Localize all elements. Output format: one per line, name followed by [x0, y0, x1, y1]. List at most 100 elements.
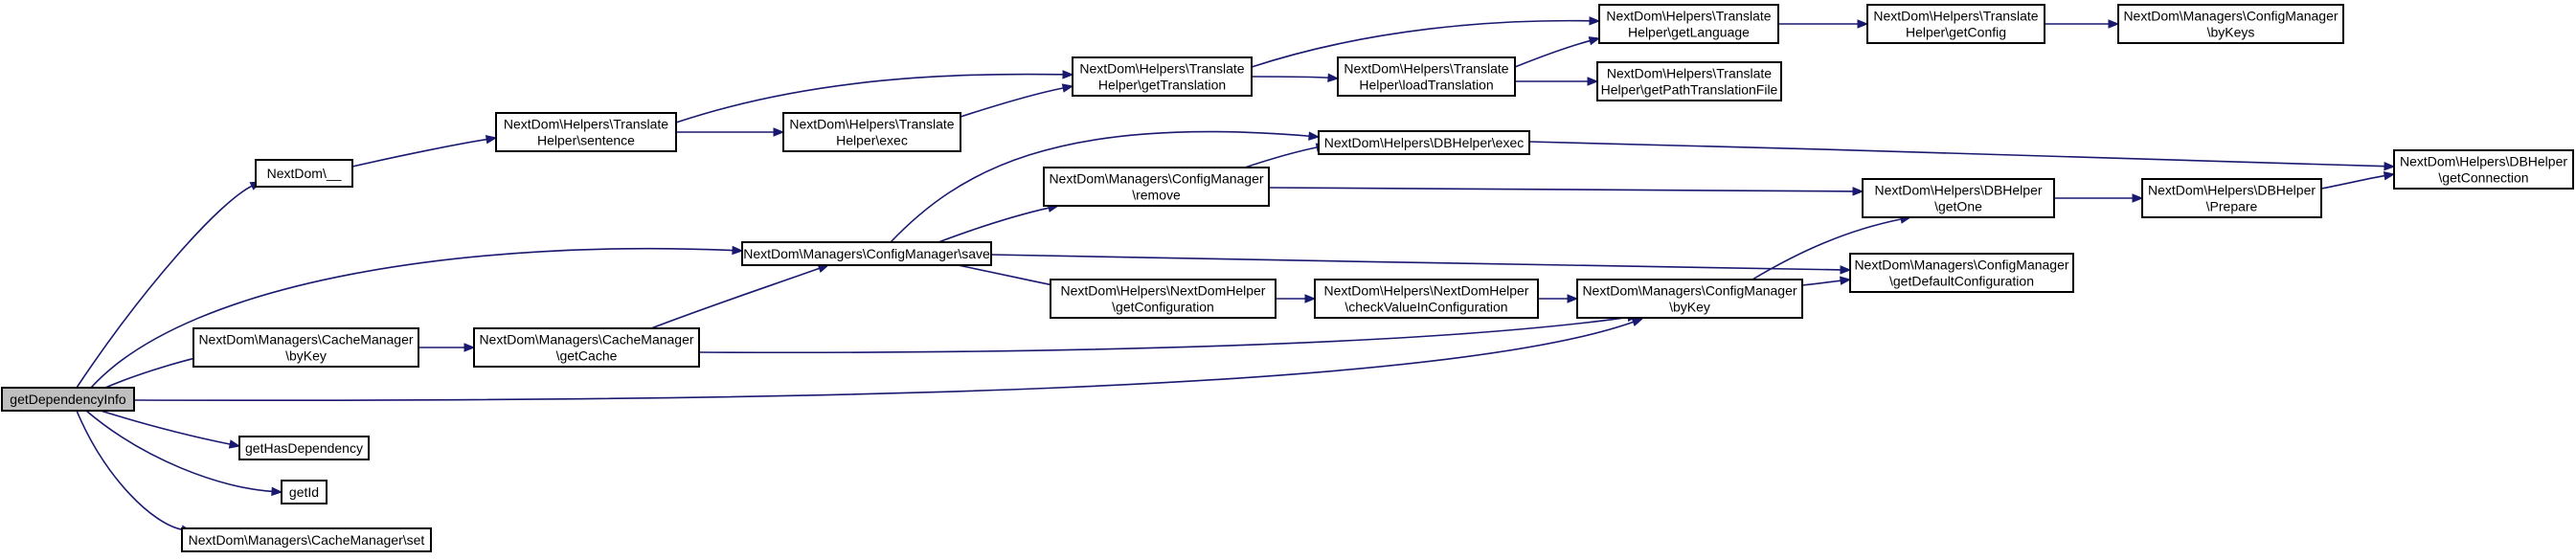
node-nd_underscore[interactable]: NextDom\__: [255, 159, 353, 188]
node-db_getconnection[interactable]: NextDom\Helpers\DBHelper\getConnection: [2393, 149, 2574, 190]
node-box: [1596, 61, 1782, 101]
node-box: [2393, 149, 2574, 190]
edge-getDependencyInfo-to-getHasDependency: [100, 410, 232, 446]
node-label-line: Helper\loadTranslation: [1359, 78, 1493, 93]
node-label-line: NextDom\__: [267, 166, 342, 181]
edge-db_exec-to-db_getconnection: [1528, 141, 2386, 168]
node-tr_getpathtranslation[interactable]: NextDom\Helpers\TranslateHelper\getPathT…: [1596, 61, 1782, 101]
node-label-line: NextDom\Helpers\NextDomHelper: [1061, 283, 1266, 299]
node-box: [2117, 4, 2344, 44]
node-db_exec[interactable]: NextDom\Helpers\DBHelper\exec: [1318, 130, 1530, 155]
node-getDependencyInfo[interactable]: getDependencyInfo: [1, 387, 135, 412]
node-getHasDependency[interactable]: getHasDependency: [238, 436, 370, 460]
node-box: [281, 480, 328, 504]
node-label-line: Helper\getPathTranslationFile: [1601, 82, 1778, 98]
node-cm_getdefaultconfiguration[interactable]: NextDom\Managers\ConfigManager\getDefaul…: [1849, 253, 2074, 293]
node-tr_loadtranslation[interactable]: NextDom\Helpers\TranslateHelper\loadTran…: [1337, 56, 1516, 97]
node-label-line: Helper\getLanguage: [1628, 25, 1750, 40]
node-box: [1314, 279, 1539, 319]
node-label-line: \getOne: [1934, 199, 1982, 214]
node-label-line: NextDom\Managers\ConfigManager: [1582, 283, 1796, 299]
node-label-line: \getConfiguration: [1112, 300, 1214, 315]
node-cm_bykey[interactable]: NextDom\Managers\ConfigManager\byKey: [1576, 279, 1803, 319]
edge-cm_save-to-cm_remove: [938, 207, 1051, 243]
arrowhead-tr_gettranslation-to-tr_getlanguage: [1589, 16, 1601, 26]
node-getId[interactable]: getId: [281, 480, 328, 504]
arrowhead-tr_sentence-to-tr_exec: [773, 127, 785, 137]
node-label-line: Helper\sentence: [537, 133, 635, 148]
arrowhead-tr_sentence-to-tr_gettranslation: [1062, 70, 1074, 79]
edge-getDependencyInfo-to-cache_bykey: [104, 357, 195, 389]
node-box: [1, 387, 135, 412]
node-label-line: NextDom\Helpers\Translate: [789, 117, 954, 132]
node-label-line: getHasDependency: [245, 440, 363, 456]
node-box: [1598, 4, 1779, 44]
node-ndh_checkvalue[interactable]: NextDom\Helpers\NextDomHelper\checkValue…: [1314, 279, 1539, 319]
arrowhead-cm_remove-to-db_getone: [1852, 187, 1864, 196]
node-box: [1072, 56, 1253, 97]
edge-getDependencyInfo-to-getId: [85, 410, 274, 493]
node-label-line: \Prepare: [2206, 199, 2258, 214]
node-box: [181, 527, 432, 552]
node-cache_set[interactable]: NextDom\Managers\CacheManager\set: [181, 527, 432, 552]
node-label-line: NextDom\Helpers\DBHelper: [1874, 183, 2042, 198]
edge-cm_save-to-db_exec: [890, 130, 1311, 243]
node-cm_remove[interactable]: NextDom\Managers\ConfigManager\remove: [1043, 167, 1270, 207]
node-label-line: NextDom\Managers\ConfigManager: [1049, 171, 1263, 187]
node-cache_getcache[interactable]: NextDom\Managers\CacheManager\getCache: [473, 327, 700, 368]
node-label-line: NextDom\Helpers\NextDomHelper: [1324, 283, 1529, 299]
node-box: [1337, 56, 1516, 97]
node-box: [238, 436, 370, 460]
arrowhead-nd_underscore-to-tr_sentence: [485, 134, 498, 145]
node-box: [473, 327, 700, 368]
node-db_getone[interactable]: NextDom\Helpers\DBHelper\getOne: [1862, 178, 2055, 218]
node-label-line: NextDom\Helpers\Translate: [1607, 66, 1772, 81]
node-label-line: \getConnection: [2438, 170, 2528, 186]
node-label-line: NextDom\Helpers\DBHelper: [2400, 154, 2567, 169]
node-db_prepare[interactable]: NextDom\Helpers\DBHelper\Prepare: [2141, 178, 2322, 218]
arrowhead-tr_getconfig-to-cm_bykeys: [2108, 19, 2120, 29]
edge-db_prepare-to-db_getconnection: [2320, 174, 2386, 190]
node-box: [782, 112, 961, 152]
node-cm_save[interactable]: NextDom\Managers\ConfigManager\save: [741, 241, 992, 266]
arrowhead-db_prepare-to-db_getconnection: [2383, 170, 2396, 181]
node-label-line: \checkValueInConfiguration: [1344, 300, 1507, 315]
node-label-line: NextDom\Managers\ConfigManager: [2123, 9, 2338, 24]
edge-tr_gettranslation-to-tr_loadtranslation: [1251, 76, 1330, 79]
arrowhead-cm_save-to-db_exec: [1308, 131, 1321, 141]
arrowhead-tr_exec-to-tr_gettranslation: [1061, 83, 1074, 93]
node-box: [495, 112, 677, 152]
node-label-line: NextDom\Helpers\DBHelper\exec: [1324, 135, 1525, 150]
node-label-line: Helper\getConfig: [1906, 25, 2006, 40]
node-box: [2141, 178, 2322, 218]
node-label-line: NextDom\Helpers\Translate: [1079, 61, 1244, 77]
edge-cm_save-to-ndh_getconfiguration: [957, 264, 1055, 287]
node-tr_getlanguage[interactable]: NextDom\Helpers\TranslateHelper\getLangu…: [1598, 4, 1779, 44]
node-cache_bykey[interactable]: NextDom\Managers\CacheManager\byKey: [192, 327, 419, 368]
node-ndh_getconfiguration[interactable]: NextDom\Helpers\NextDomHelper\getConfigu…: [1050, 279, 1277, 319]
arrowhead-getDependencyInfo-to-cm_save: [732, 245, 744, 256]
node-tr_getconfig[interactable]: NextDom\Helpers\TranslateHelper\getConfi…: [1866, 4, 2045, 44]
node-box: [741, 241, 992, 266]
node-label-line: NextDom\Helpers\Translate: [504, 117, 668, 132]
edge-nd_underscore-to-tr_sentence: [351, 138, 488, 168]
node-cm_bykeys[interactable]: NextDom\Managers\ConfigManager\byKeys: [2117, 4, 2344, 44]
node-tr_gettranslation[interactable]: NextDom\Helpers\TranslateHelper\getTrans…: [1072, 56, 1253, 97]
node-box: [255, 159, 353, 188]
edge-getDependencyInfo-to-cm_save: [90, 247, 734, 389]
arrowhead-ndh_checkvalue-to-cm_bykey: [1567, 294, 1579, 303]
node-label-line: \getDefaultConfiguration: [1889, 274, 2034, 289]
node-label-line: Helper\exec: [836, 133, 908, 148]
arrowhead-getDependencyInfo-to-getHasDependency: [228, 439, 241, 449]
edge-cm_remove-to-db_exec: [1244, 146, 1319, 168]
node-label-line: getDependencyInfo: [10, 392, 126, 407]
node-label-line: NextDom\Managers\CacheManager: [198, 332, 413, 347]
edge-cache_getcache-to-cm_bykey: [698, 316, 1630, 354]
arrowhead-db_exec-to-db_getconnection: [2384, 161, 2396, 171]
edge-getDependencyInfo-to-cm_bykey: [133, 321, 1635, 402]
edge-cm_remove-to-db_getone: [1268, 187, 1855, 192]
edge-getDependencyInfo-to-nd_underscore: [76, 185, 254, 389]
